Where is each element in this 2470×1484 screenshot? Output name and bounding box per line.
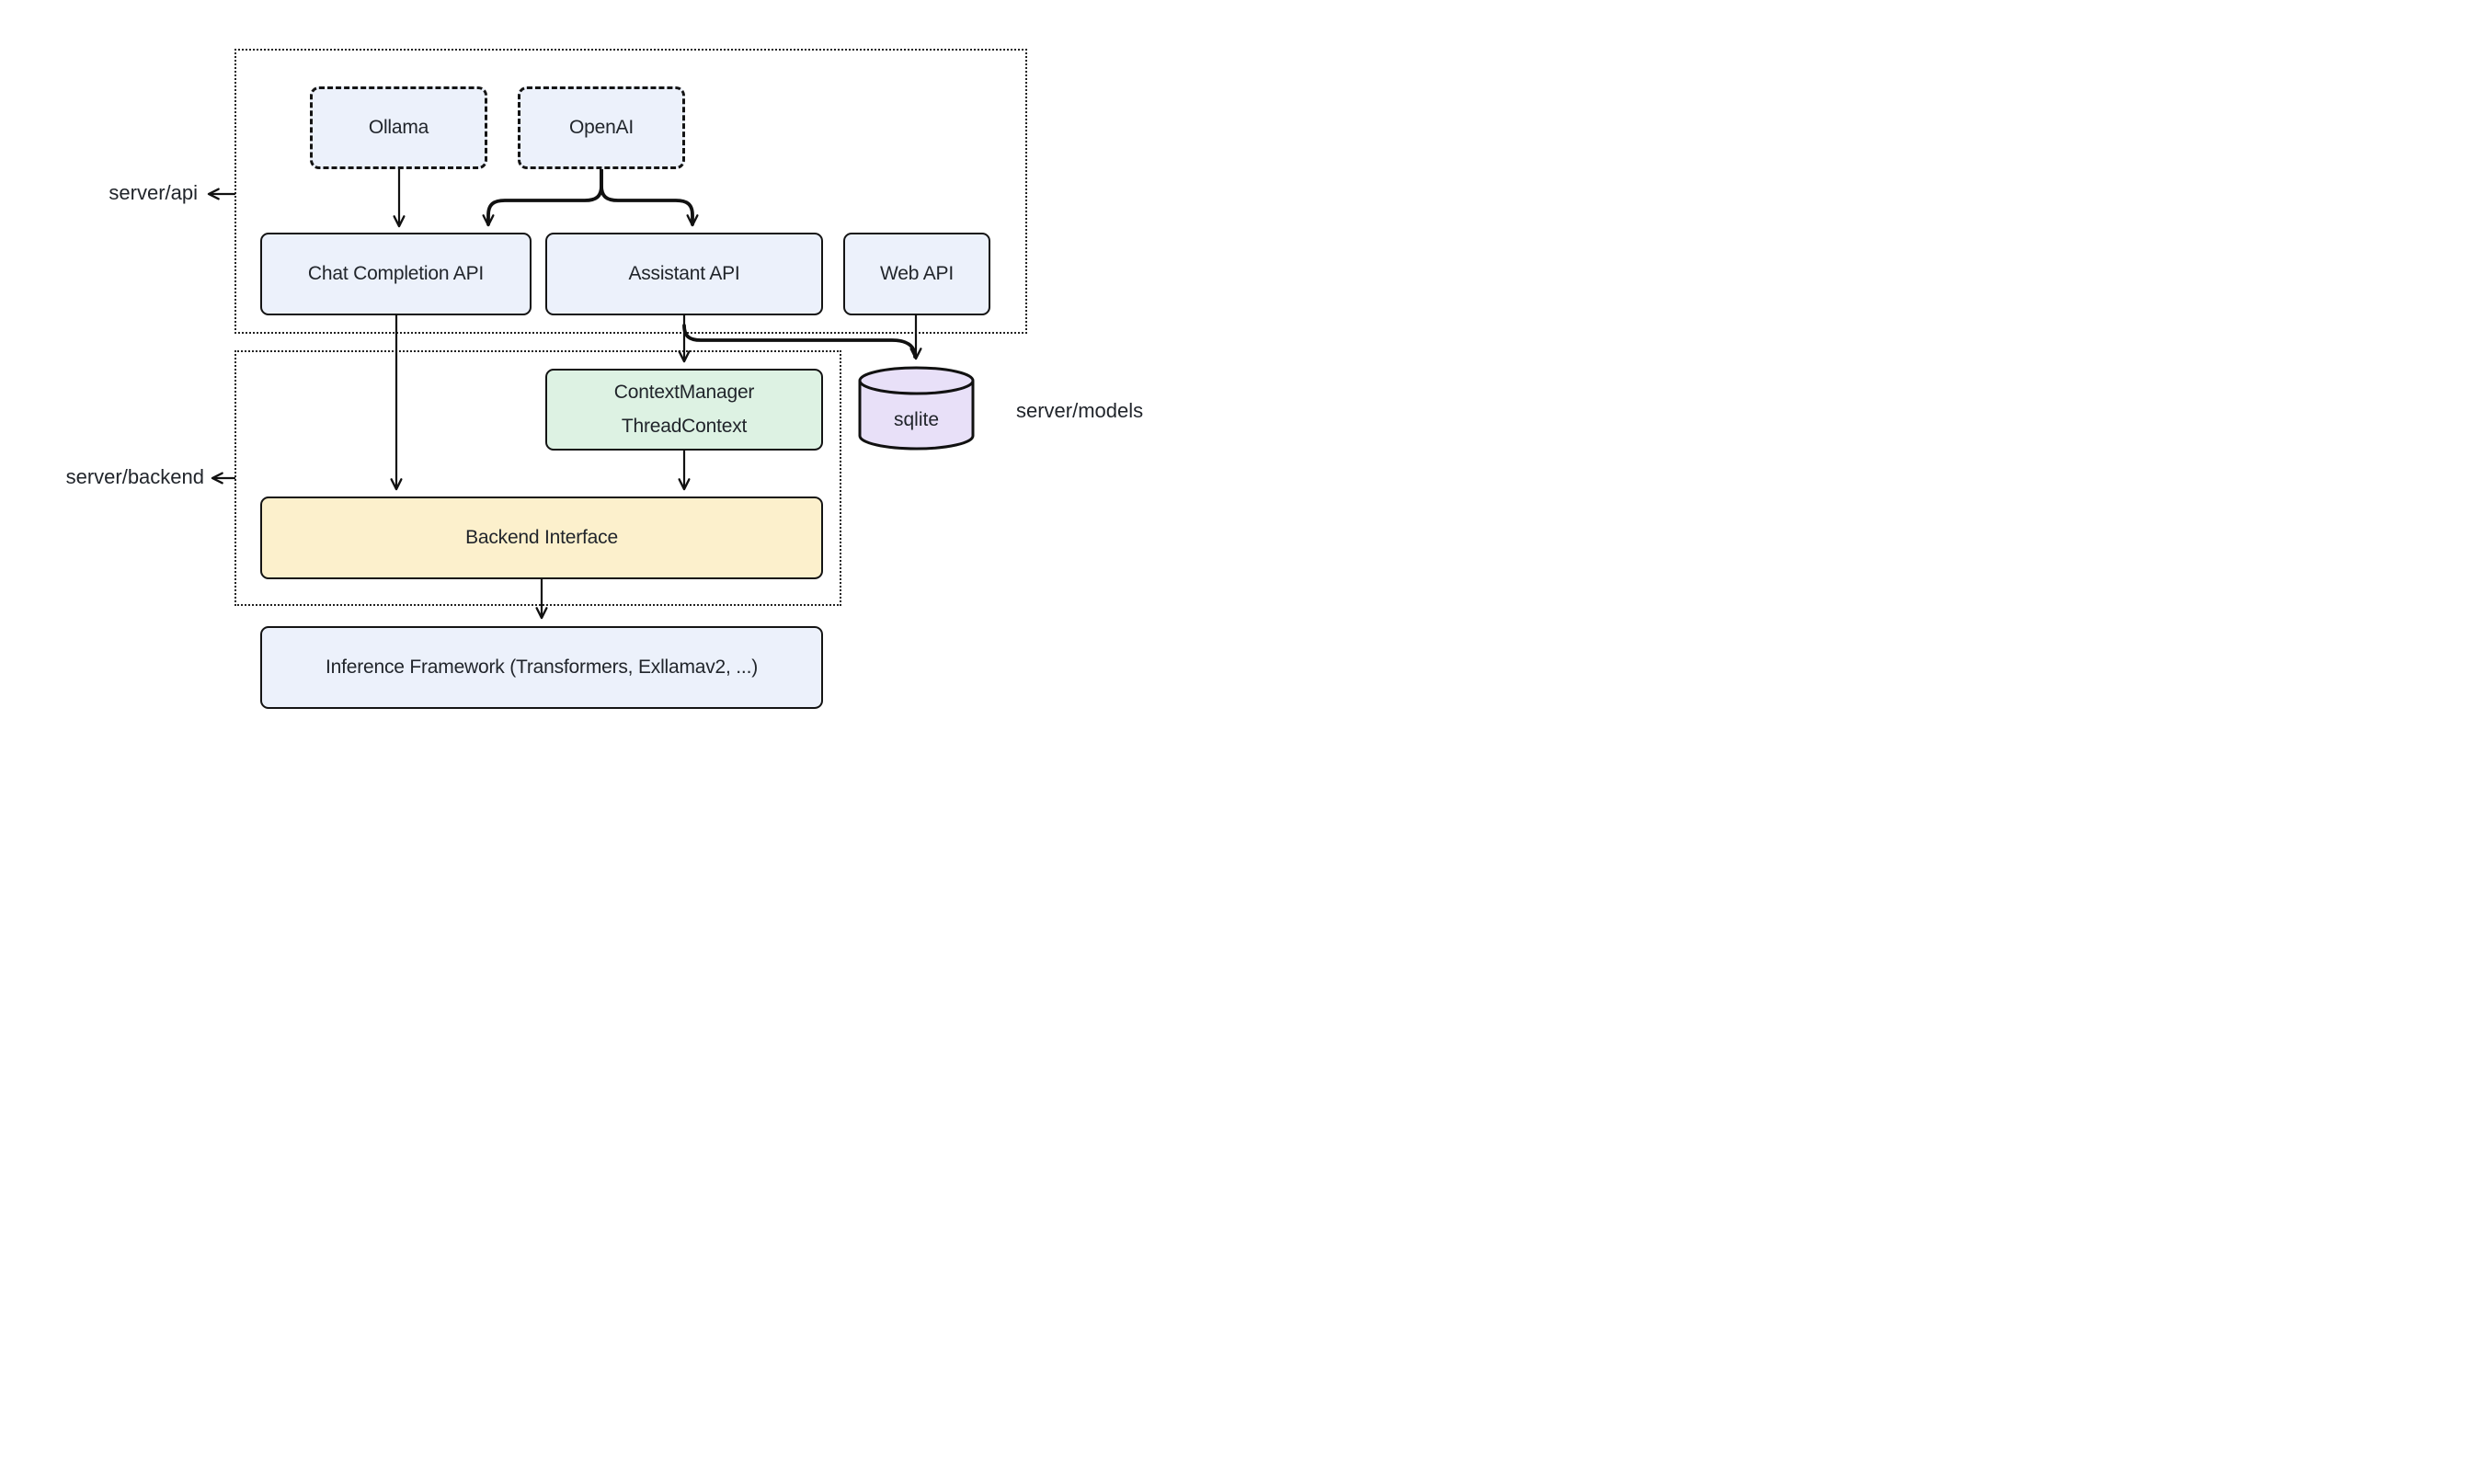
node-ollama-label: Ollama	[368, 117, 429, 139]
node-openai: OpenAI	[518, 86, 685, 169]
server-api-group-box	[234, 49, 1027, 334]
node-assistant-api-label: Assistant API	[628, 263, 740, 285]
database-cylinder-icon	[858, 366, 975, 451]
node-backend-interface-label: Backend Interface	[465, 527, 618, 549]
node-context-manager-line2: ThreadContext	[621, 415, 748, 437]
node-ollama: Ollama	[310, 86, 487, 169]
edge-openai-to-assistant-api	[600, 167, 699, 227]
node-sqlite: sqlite	[858, 366, 975, 451]
architecture-diagram: Ollama OpenAI Chat Completion API Assist…	[0, 0, 1235, 742]
node-sqlite-label: sqlite	[893, 409, 940, 430]
node-inference-framework-label: Inference Framework (Transformers, Exlla…	[325, 656, 758, 679]
server-api-label: server/api	[109, 181, 198, 204]
node-web-api-label: Web API	[880, 263, 954, 285]
node-chat-completion-api-label: Chat Completion API	[307, 263, 485, 285]
node-openai-label: OpenAI	[568, 117, 634, 139]
node-chat-completion-api: Chat Completion API	[260, 233, 532, 315]
edge-openai-to-chat-completion	[482, 167, 603, 227]
edges-layer	[207, 167, 922, 620]
node-web-api: Web API	[843, 233, 990, 315]
node-context-manager-line1: ContextManager	[613, 381, 755, 403]
server-backend-label: server/backend	[65, 465, 204, 488]
node-inference-framework: Inference Framework (Transformers, Exlla…	[260, 626, 823, 709]
edge-assistant-api-to-sqlite	[682, 324, 917, 359]
node-context-manager: ContextManager ThreadContext	[545, 369, 823, 451]
node-assistant-api: Assistant API	[545, 233, 823, 315]
node-backend-interface: Backend Interface	[260, 497, 823, 579]
server-models-label: server/models	[1016, 399, 1144, 422]
